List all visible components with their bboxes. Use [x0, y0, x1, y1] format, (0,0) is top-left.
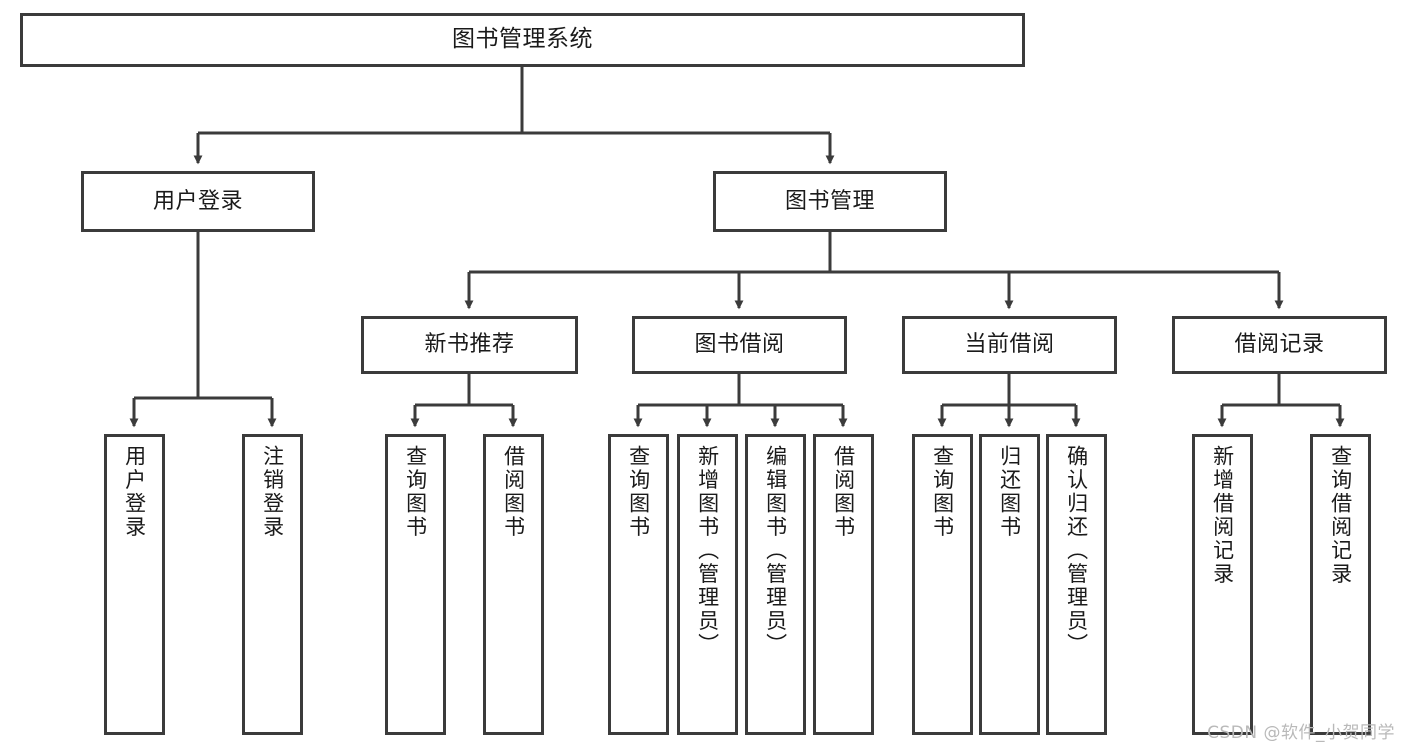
- leaf-add-book-admin[interactable]: 新增图书（管理员）: [677, 434, 738, 735]
- node-label: 图书管理: [784, 188, 875, 214]
- node-label: 注销登录: [260, 445, 285, 539]
- leaf-query-borrow-record[interactable]: 查询借阅记录: [1310, 434, 1371, 735]
- leaf-add-borrow-record[interactable]: 新增借阅记录: [1192, 434, 1253, 735]
- leaf-borrow-book-recommend[interactable]: 借阅图书: [483, 434, 544, 735]
- node-current-borrow[interactable]: 当前借阅: [902, 316, 1117, 374]
- node-user-login[interactable]: 用户登录: [81, 171, 315, 232]
- node-label: 查询图书: [403, 445, 428, 539]
- node-label: 归还图书: [997, 445, 1022, 539]
- node-label: 借阅记录: [1234, 332, 1325, 358]
- leaf-query-book-borrow[interactable]: 查询图书: [608, 434, 669, 735]
- node-label: 当前借阅: [964, 332, 1055, 358]
- watermark: CSDN @软件_小贺同学: [1207, 723, 1395, 743]
- leaf-query-book-current[interactable]: 查询图书: [912, 434, 973, 735]
- node-label: 确认归还（管理员）: [1064, 445, 1089, 657]
- node-label: 查询借阅记录: [1328, 445, 1353, 586]
- leaf-edit-book-admin[interactable]: 编辑图书（管理员）: [745, 434, 806, 735]
- node-label: 新书推荐: [424, 332, 515, 358]
- node-new-book-recommend[interactable]: 新书推荐: [361, 316, 578, 374]
- node-root-system[interactable]: 图书管理系统: [20, 13, 1025, 67]
- node-label: 借阅图书: [501, 445, 526, 539]
- leaf-borrow-book-borrow[interactable]: 借阅图书: [813, 434, 874, 735]
- leaf-confirm-return-admin[interactable]: 确认归还（管理员）: [1046, 434, 1107, 735]
- node-label: 编辑图书（管理员）: [763, 445, 788, 657]
- node-label: 查询图书: [626, 445, 651, 539]
- node-book-borrow[interactable]: 图书借阅: [632, 316, 847, 374]
- node-book-management[interactable]: 图书管理: [713, 171, 947, 232]
- leaf-user-login[interactable]: 用户登录: [104, 434, 165, 735]
- node-label: 图书借阅: [694, 332, 785, 358]
- leaf-logout[interactable]: 注销登录: [242, 434, 303, 735]
- node-label: 用户登录: [122, 445, 147, 539]
- node-label: 查询图书: [930, 445, 955, 539]
- node-borrow-record[interactable]: 借阅记录: [1172, 316, 1387, 374]
- leaf-return-book[interactable]: 归还图书: [979, 434, 1040, 735]
- node-label: 用户登录: [152, 188, 243, 214]
- node-label: 借阅图书: [831, 445, 856, 539]
- leaf-query-book-recommend[interactable]: 查询图书: [385, 434, 446, 735]
- node-label: 新增图书（管理员）: [695, 445, 720, 657]
- node-label: 图书管理系统: [452, 26, 593, 53]
- node-label: 新增借阅记录: [1210, 445, 1235, 586]
